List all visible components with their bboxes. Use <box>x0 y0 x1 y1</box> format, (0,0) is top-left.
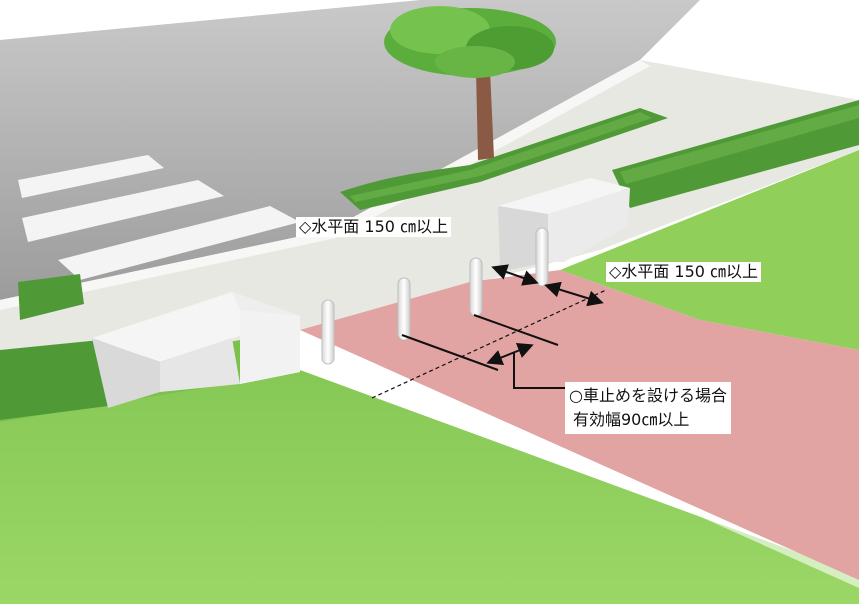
lawn-right <box>560 150 859 350</box>
bollard <box>321 299 335 365</box>
lawn-main <box>0 370 859 604</box>
level-area-label-top: ◇水平面 150 ㎝以上 <box>296 217 452 237</box>
bollard <box>469 257 483 317</box>
bollard <box>397 277 411 341</box>
bollard-note-title: ○車止めを設ける場合 <box>569 386 727 405</box>
bollard-note: ○車止めを設ける場合 有効幅90㎝以上 <box>565 382 731 434</box>
road <box>0 0 700 300</box>
dimension-lines <box>371 264 607 399</box>
crosswalk <box>18 155 300 280</box>
tree <box>384 6 556 160</box>
bollard <box>535 227 549 287</box>
bollard-note-width: 有効幅90㎝以上 <box>573 410 690 429</box>
wall-left <box>92 292 300 408</box>
level-area-label-right: ◇水平面 150 ㎝以上 <box>606 262 762 282</box>
